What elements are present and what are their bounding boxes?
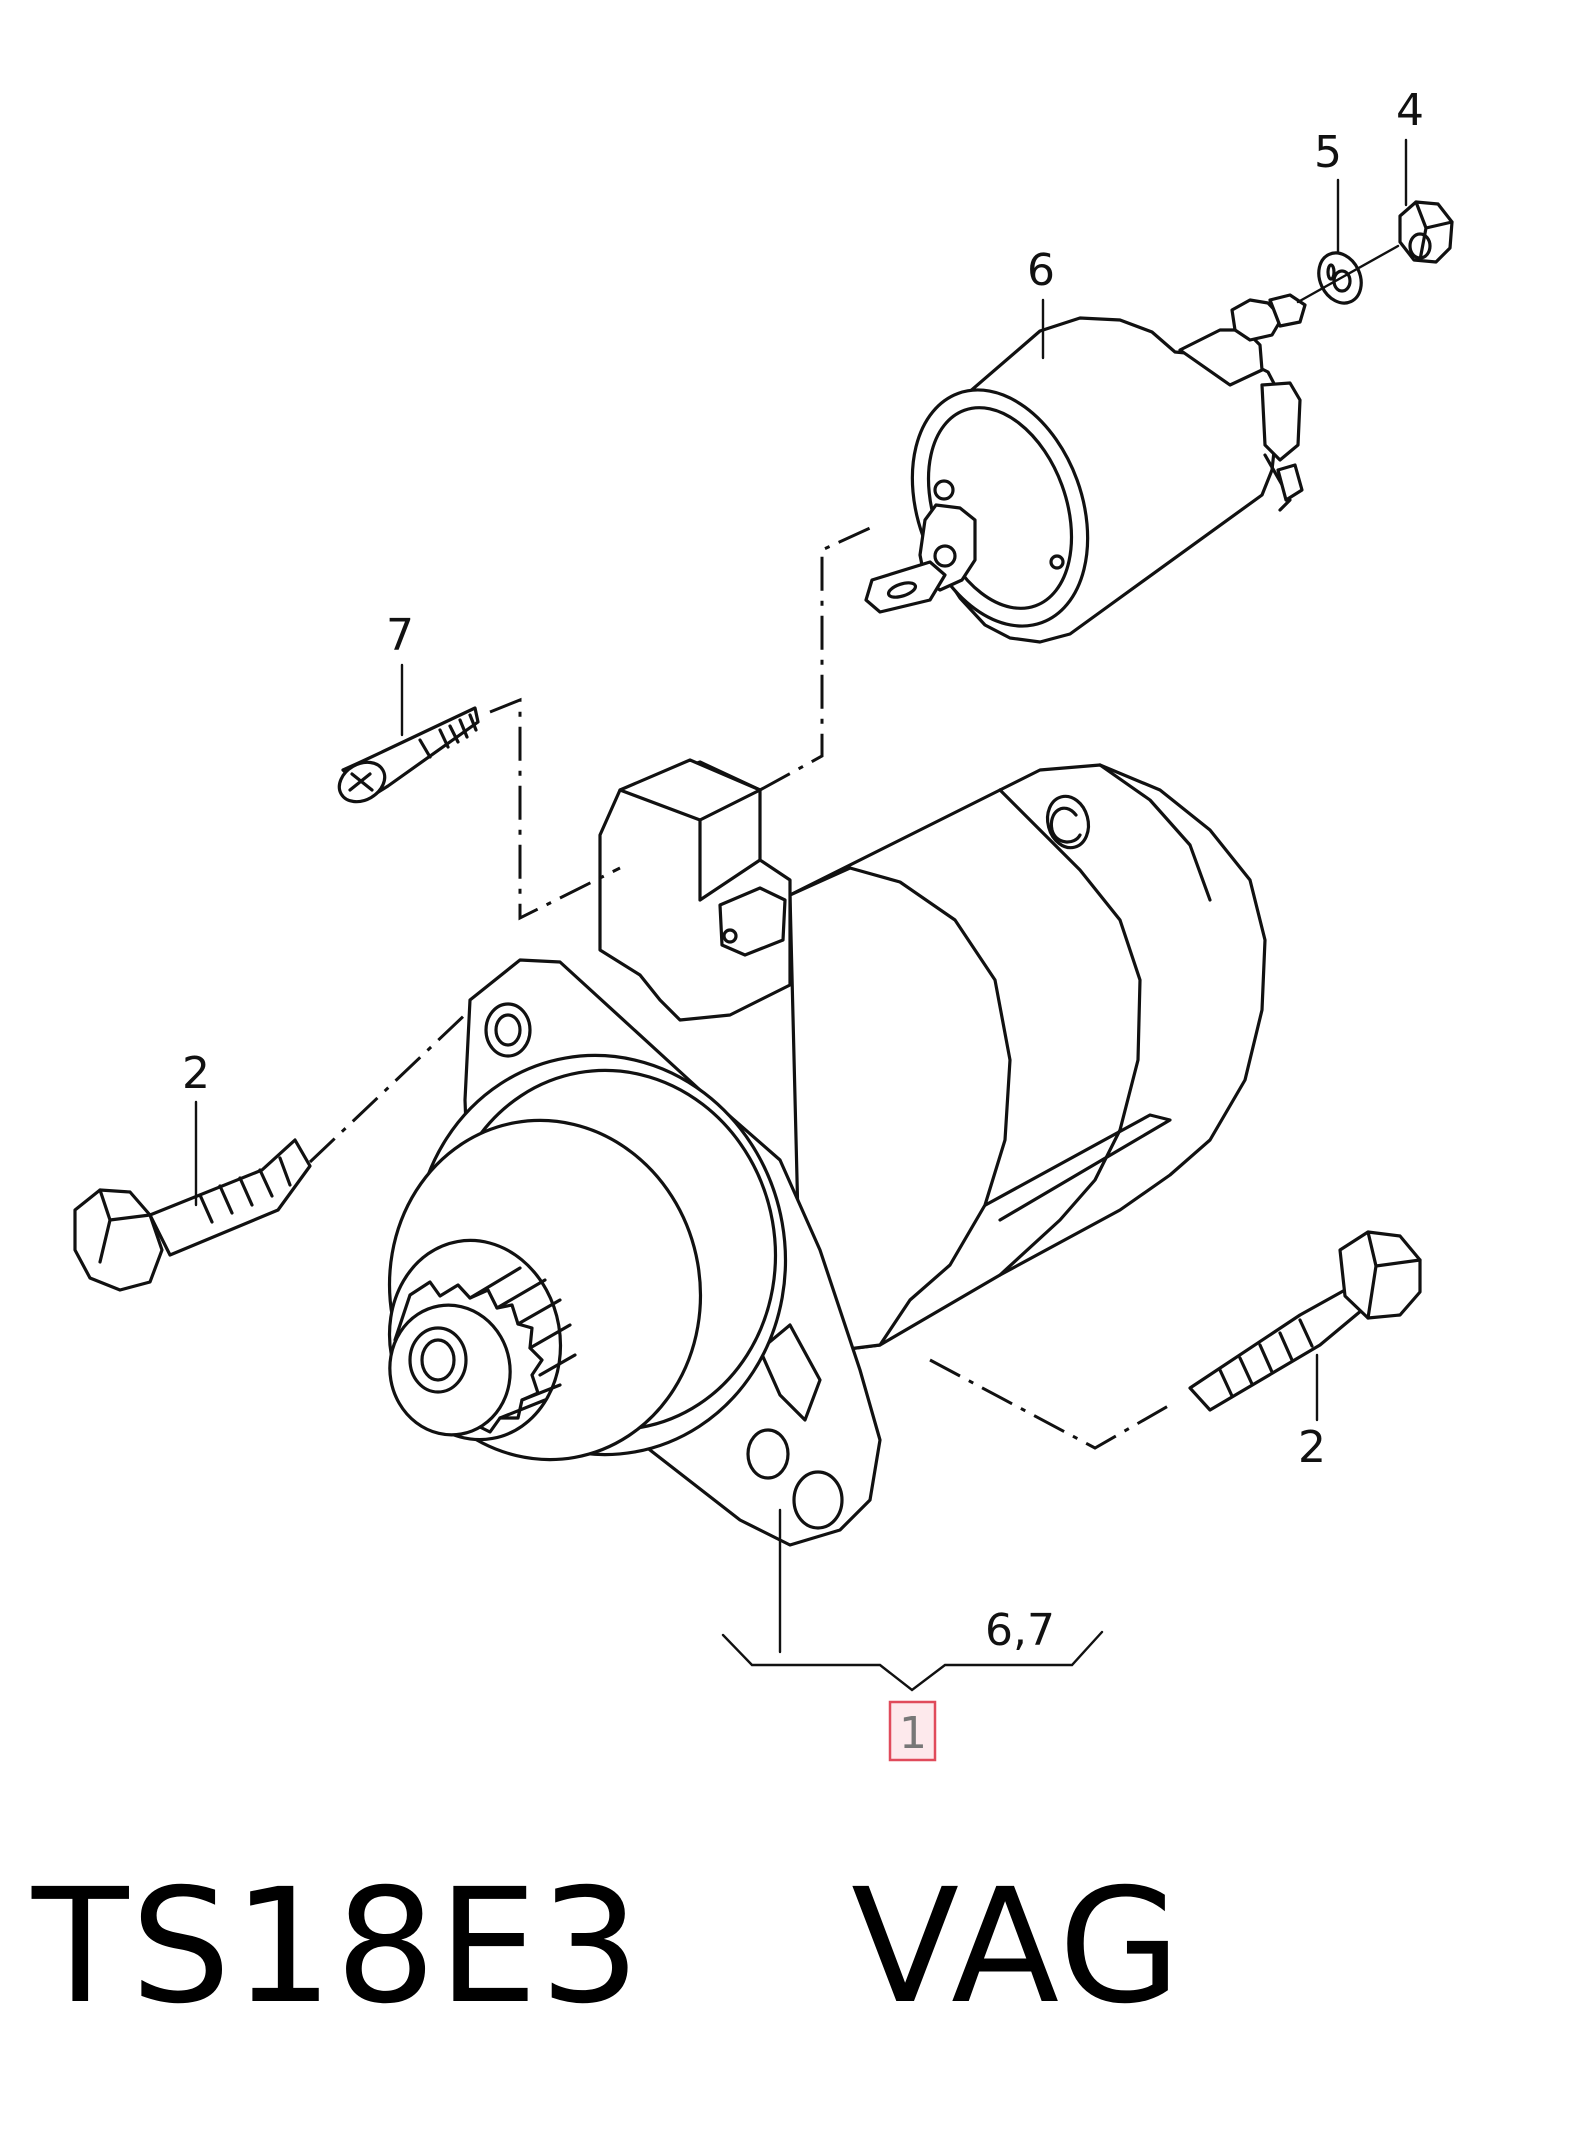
screw-part-7 (337, 706, 480, 804)
callout-2-right: 2 (1298, 1422, 1326, 1473)
callout-6: 6 (1027, 245, 1055, 296)
alignment-line-left-bolt (308, 1008, 472, 1164)
callout-2-left: 2 (182, 1048, 210, 1099)
solenoid-part-6 (864, 293, 1307, 644)
callout-1[interactable]: 1 (899, 1708, 927, 1759)
bolt-part-2-right (1188, 1230, 1422, 1412)
nut-part-4 (1398, 200, 1454, 264)
starter-motor-exploded-diagram: 4 5 6 7 2 2 6,7 1 (73, 85, 1454, 1762)
callout-5: 5 (1314, 127, 1342, 178)
leader-lines (194, 138, 1408, 1692)
callout-4: 4 (1396, 85, 1424, 136)
bolt-part-2-left (73, 1138, 312, 1292)
callout-7: 7 (386, 610, 414, 661)
alignment-line-right-bolt (929, 1358, 1171, 1450)
page-title: TS18E3 VAG (32, 1855, 1183, 2039)
alignment-line-part-7 (489, 697, 621, 921)
alignment-line-part-6 (759, 526, 871, 792)
callout-6-7: 6,7 (985, 1605, 1055, 1656)
starter-motor-part-1 (387, 758, 1267, 1547)
callout-1-highlight[interactable] (888, 1700, 937, 1762)
pinion-gear (388, 1266, 577, 1437)
